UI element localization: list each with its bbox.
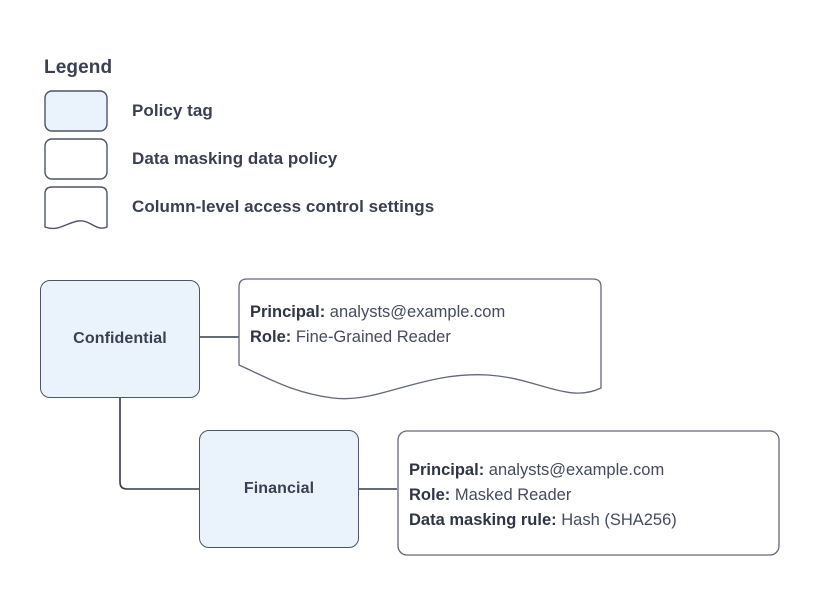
card-row-principal: Principal: analysts@example.com: [409, 458, 677, 483]
card-value-principal: analysts@example.com: [329, 303, 506, 321]
policy-tag-swatch: [44, 90, 108, 132]
card-value-masking-rule: Hash (SHA256): [561, 511, 677, 529]
card-row-role: Role: Masked Reader: [409, 483, 677, 508]
card-financial-shape: [397, 430, 780, 556]
legend-label-data-policy: Data masking data policy: [132, 149, 338, 168]
card-key-principal: Principal:: [409, 461, 485, 479]
card-key-role: Role:: [250, 328, 292, 346]
card-financial-rows: Principal: analysts@example.com Role: Ma…: [409, 458, 677, 533]
legend-item-access-settings: Column-level access control settings: [44, 186, 644, 234]
card-confidential-settings[interactable]: Principal: analysts@example.com Role: Fi…: [238, 278, 602, 400]
card-row-role: Role: Fine-Grained Reader: [250, 325, 505, 350]
card-row-masking-rule: Data masking rule: Hash (SHA256): [409, 508, 677, 533]
legend: Legend Policy tag Data masking data poli…: [44, 58, 644, 234]
node-confidential-label: Confidential: [73, 330, 167, 347]
legend-label-access-settings: Column-level access control settings: [132, 197, 435, 216]
card-value-role: Masked Reader: [454, 486, 572, 504]
legend-title: Legend: [44, 57, 113, 78]
node-financial[interactable]: Financial: [199, 430, 359, 548]
node-confidential[interactable]: Confidential: [40, 280, 200, 398]
card-key-role: Role:: [409, 486, 451, 504]
card-key-masking-rule: Data masking rule:: [409, 511, 557, 529]
card-row-principal: Principal: analysts@example.com: [250, 300, 505, 325]
card-confidential-rows: Principal: analysts@example.com Role: Fi…: [250, 300, 505, 350]
legend-item-data-policy: Data masking data policy: [44, 138, 644, 186]
legend-label-policy-tag: Policy tag: [132, 101, 213, 120]
connector-confidential-to-financial: [119, 398, 199, 490]
settings-swatch: [44, 186, 108, 230]
card-value-role: Fine-Grained Reader: [295, 328, 451, 346]
legend-item-policy-tag: Policy tag: [44, 90, 644, 138]
card-key-principal: Principal:: [250, 303, 326, 321]
data-policy-swatch: [44, 138, 108, 180]
card-confidential-shape: [238, 278, 602, 400]
node-financial-label: Financial: [243, 480, 315, 497]
card-financial-policy[interactable]: Principal: analysts@example.com Role: Ma…: [397, 430, 780, 556]
card-value-principal: analysts@example.com: [488, 461, 665, 479]
